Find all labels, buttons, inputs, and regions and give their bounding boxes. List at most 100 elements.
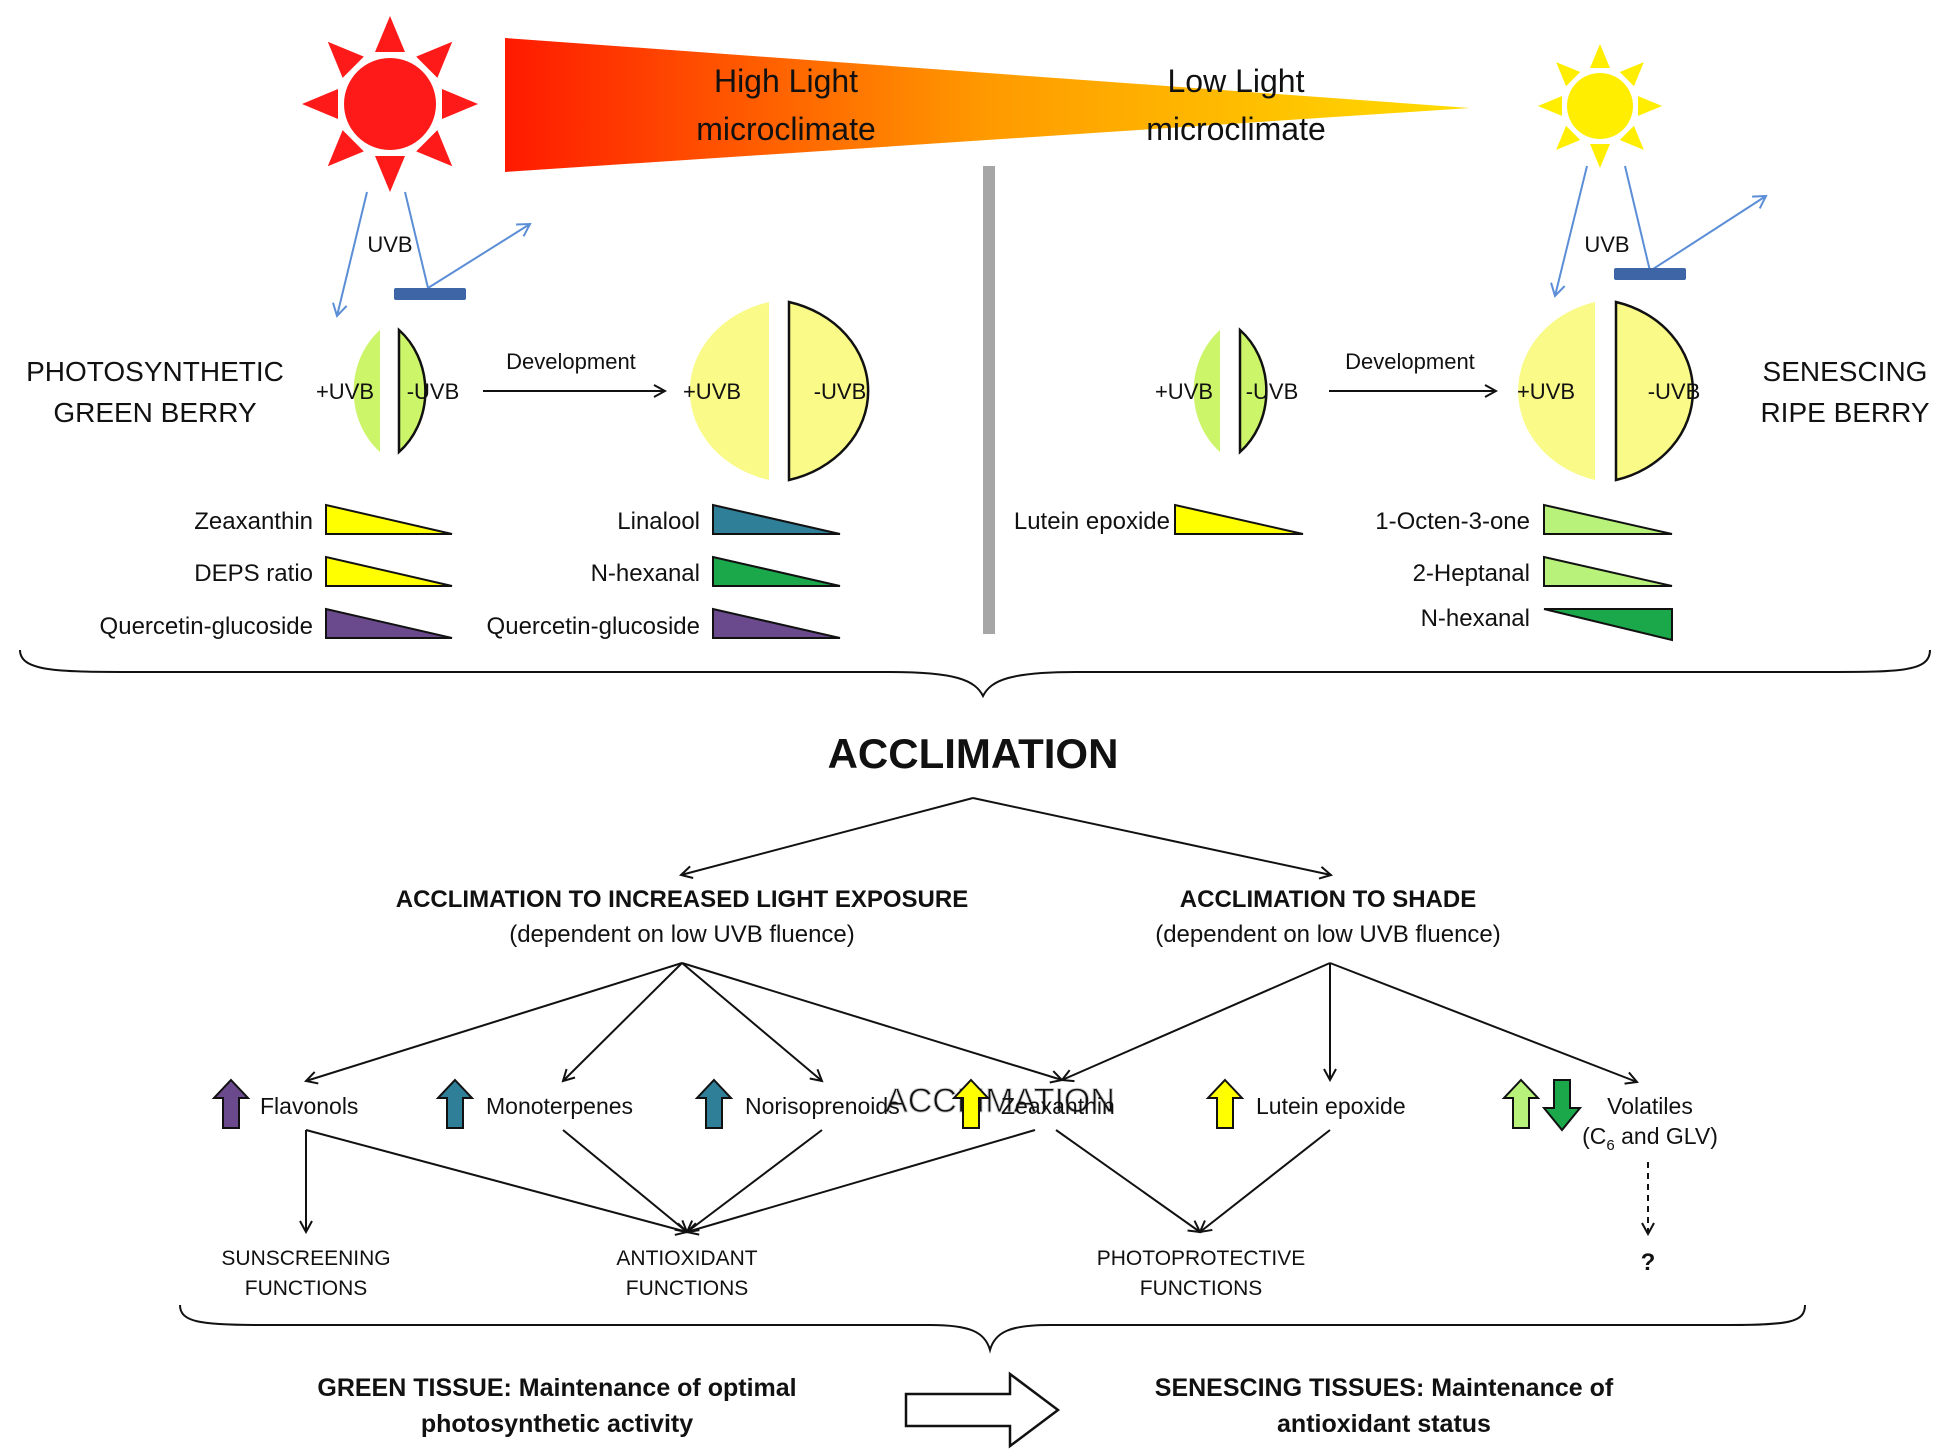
ripe-berry-plus-uvb xyxy=(689,302,769,480)
increased-light-subtitle: (dependent on low UVB fluence) xyxy=(509,921,855,948)
top-brace xyxy=(19,649,1931,699)
green-berry-minus-uvb-label: -UVB xyxy=(407,379,460,404)
high-light-label-line2: microclimate xyxy=(696,111,876,147)
compound-label: Linalool xyxy=(617,508,700,535)
zeaxanthin-label: Zeaxanthin xyxy=(1001,1093,1115,1119)
arrow-to-increased-light xyxy=(681,797,974,875)
sun-ray xyxy=(327,130,364,167)
volatiles-down-arrow-icon xyxy=(1541,1079,1583,1132)
sun-ray xyxy=(1619,62,1644,87)
trend-increase-icon xyxy=(1543,608,1673,642)
uvb-ray-reflected-icon xyxy=(1649,194,1768,272)
ripe-berry-title-line2: RIPE BERRY xyxy=(1760,397,1929,428)
compound-label: Quercetin-glucoside xyxy=(487,613,700,640)
low-light-label-line2: microclimate xyxy=(1146,111,1326,147)
photoprotective-functions-line1: PHOTOPROTECTIVE xyxy=(1097,1247,1305,1270)
ripe-berry-title-line1: SENESCING xyxy=(1763,356,1928,387)
trend-decrease-icon xyxy=(325,555,453,587)
sun-ray xyxy=(442,89,478,119)
senescing-tissue-outcome-line1: SENESCING TISSUES: Maintenance of xyxy=(1155,1374,1614,1402)
green-berry-minus-uvb-label: -UVB xyxy=(1246,379,1299,404)
sun-ray xyxy=(327,41,364,78)
sun-ray xyxy=(416,41,453,78)
sun-ray xyxy=(375,16,405,52)
green-berry-plus-uvb-label: +UVB xyxy=(316,379,374,404)
sun-ray xyxy=(1619,125,1644,150)
arrow-to-monoterpenes xyxy=(563,962,683,1081)
senescing-tissue-outcome-line2: antioxidant status xyxy=(1277,1410,1491,1438)
ripe-berry-minus-uvb xyxy=(787,300,870,482)
acclimation-title: ACCLIMATION xyxy=(828,730,1119,777)
zeaxanthin-up-arrow-icon xyxy=(951,1078,991,1129)
uvb-ray-incoming-icon xyxy=(1550,165,1588,298)
volatiles-label: Volatiles xyxy=(1607,1093,1693,1119)
compound-label: 1-Octen-3-one xyxy=(1375,508,1530,535)
sun-ray xyxy=(416,130,453,167)
sun-ray xyxy=(1638,96,1662,116)
antioxidant-functions-line2: FUNCTIONS xyxy=(626,1277,749,1300)
green-tissue-outcome-line1: GREEN TISSUE: Maintenance of optimal xyxy=(317,1374,796,1402)
green-berry-title-line2: GREEN BERRY xyxy=(53,397,257,428)
norisoprenoids-up-arrow-icon xyxy=(694,1078,734,1129)
ripe-berry-plus-uvb-label: +UVB xyxy=(683,379,741,404)
trend-decrease-icon xyxy=(325,503,453,535)
unknown-function-mark: ? xyxy=(1641,1249,1656,1276)
shade-title: ACCLIMATION TO SHADE xyxy=(1180,886,1476,913)
shade-subtitle: (dependent on low UVB fluence) xyxy=(1155,921,1501,948)
sunscreening-functions-line2: FUNCTIONS xyxy=(245,1277,368,1300)
flavonols-label: Flavonols xyxy=(260,1093,358,1119)
uvb-ray-incoming-icon xyxy=(332,191,368,318)
arrow-flavonols-to-antioxidant xyxy=(305,1129,687,1232)
compound-label: DEPS ratio xyxy=(194,560,313,587)
panel-divider xyxy=(983,166,995,634)
volatiles-up-arrow-icon xyxy=(1501,1078,1541,1129)
watermark: ACCLIMATION xyxy=(885,1082,1115,1120)
increased-light-title: ACCLIMATION TO INCREASED LIGHT EXPOSURE xyxy=(396,886,968,913)
ripe-berry-minus-uvb-label: -UVB xyxy=(814,379,867,404)
light-gradient-wedge xyxy=(505,38,1470,172)
left-panel: UVB PHOTOSYNTHETIC GREEN BERRY +UVB -UVB… xyxy=(26,191,870,640)
green-berry-minus-uvb xyxy=(1238,327,1268,455)
compound-label: Zeaxanthin xyxy=(194,508,313,535)
arrow-to-shade xyxy=(972,797,1331,875)
sun-ray xyxy=(302,89,338,119)
compound-label: Lutein epoxide xyxy=(1014,508,1170,535)
arrow-lutein-to-photoprotective xyxy=(1200,1129,1331,1232)
low-light-sun-icon xyxy=(1538,44,1662,168)
trend-decrease-icon xyxy=(1543,555,1673,587)
arrow-monoterpenes-to-antioxidant xyxy=(562,1129,687,1232)
arrow-to-flavonols xyxy=(306,962,683,1081)
sun-ray xyxy=(1590,44,1610,68)
low-light-label-line1: Low Light xyxy=(1168,63,1305,99)
volatiles-sublabel-sub: 6 xyxy=(1606,1137,1614,1154)
compound-label: N-hexanal xyxy=(1421,605,1530,632)
sunscreening-functions-line1: SUNSCREENING xyxy=(221,1247,390,1270)
photoprotective-functions-line2: FUNCTIONS xyxy=(1140,1277,1263,1300)
antioxidant-functions-line1: ANTIOXIDANT xyxy=(616,1247,757,1270)
green-berry-plus-uvb-label: +UVB xyxy=(1155,379,1213,404)
green-berry-minus-uvb xyxy=(397,327,427,455)
ripe-berry-minus-uvb xyxy=(1614,300,1695,482)
compound-label: N-hexanal xyxy=(591,560,700,587)
volatiles-sublabel: (C6 and GLV) xyxy=(1582,1123,1718,1154)
green-berry-title-line1: PHOTOSYNTHETIC xyxy=(26,356,284,387)
high-light-sun-icon xyxy=(302,16,478,192)
flavonols-up-arrow-icon xyxy=(211,1078,251,1129)
monoterpenes-label: Monoterpenes xyxy=(486,1093,633,1119)
uvb-ray-to-filter xyxy=(1624,165,1651,272)
green-berry-plus-uvb xyxy=(353,330,380,452)
ripe-berry-plus-uvb xyxy=(1518,302,1595,480)
sun-ray xyxy=(1590,144,1610,168)
trend-decrease-icon xyxy=(325,607,453,639)
arrow-to-norisoprenoids xyxy=(681,962,822,1081)
trend-decrease-icon xyxy=(1543,503,1673,535)
arrow-shade-to-zeaxanthin xyxy=(1062,962,1331,1080)
uv-filter-icon xyxy=(1614,268,1686,280)
arrow-to-volatiles xyxy=(1329,962,1637,1082)
volatiles-sublabel-b: and GLV) xyxy=(1615,1123,1718,1149)
uvb-label: UVB xyxy=(367,232,412,257)
sun-ray xyxy=(1556,62,1581,87)
ripe-berry-minus-uvb-label: -UVB xyxy=(1648,379,1701,404)
arrow-zeaxanthin-to-photoprotective xyxy=(1055,1129,1200,1232)
